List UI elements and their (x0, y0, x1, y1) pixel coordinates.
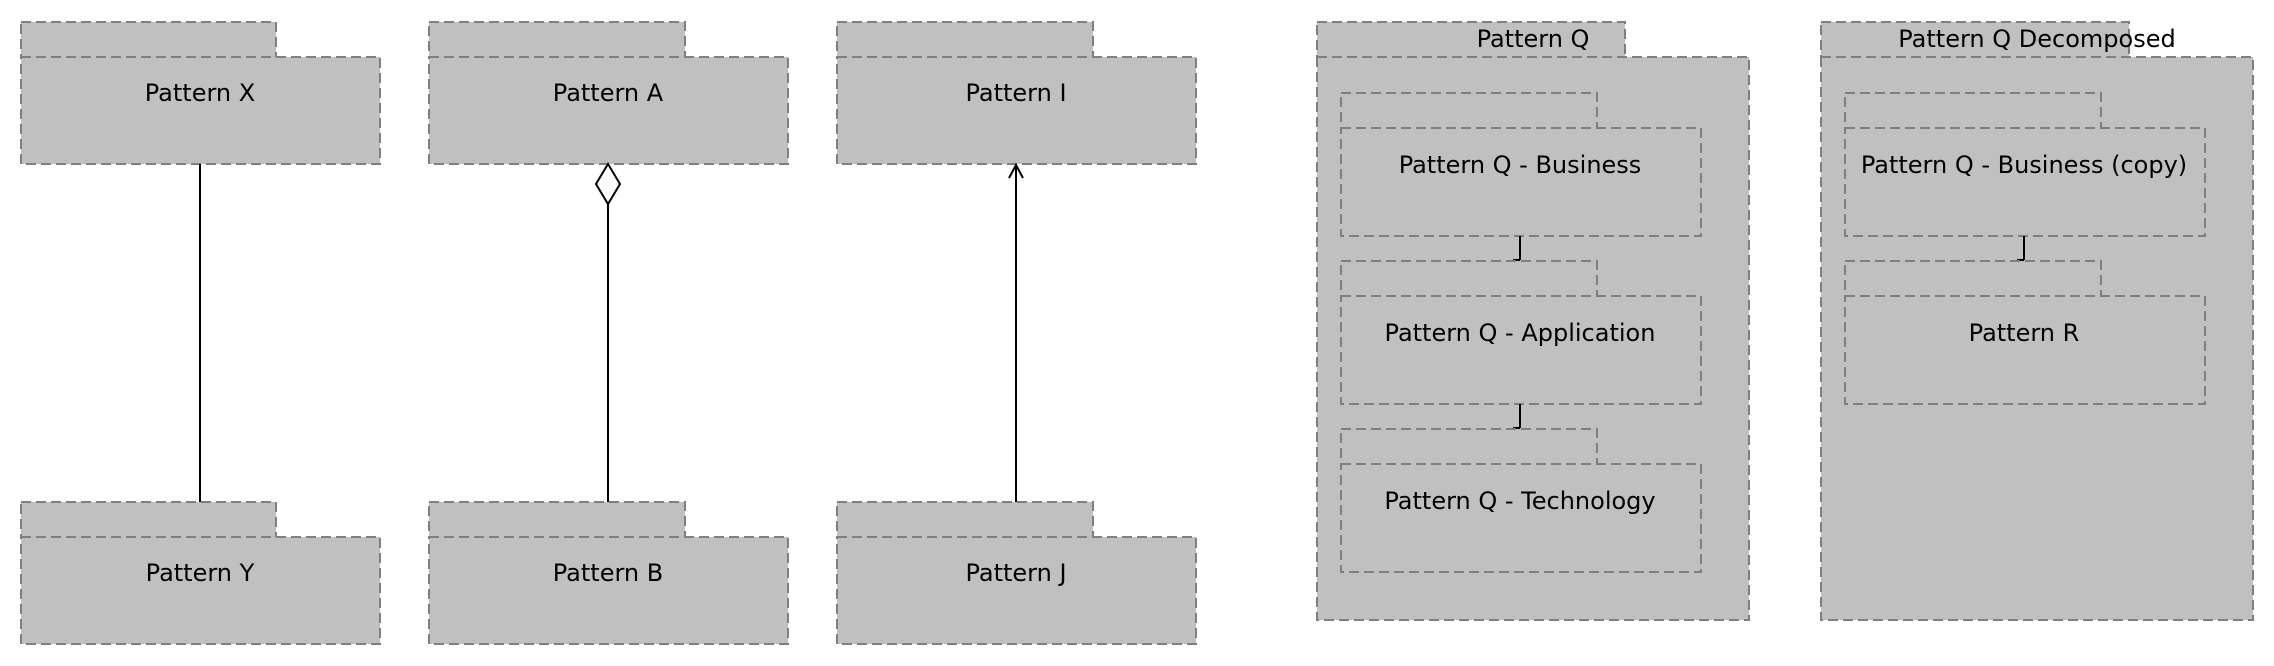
package-label: Pattern Q Decomposed (1898, 25, 2175, 53)
package-pattern-q-business[interactable]: Pattern Q - Business (1340, 92, 1702, 237)
package-pattern-q[interactable]: Pattern Q Pattern Q - Business Pattern Q… (1316, 21, 1750, 621)
package-label: Pattern X (145, 79, 255, 107)
package-tab (1316, 21, 1626, 59)
package-tab (428, 501, 686, 539)
package-tab (1340, 428, 1598, 466)
package-body (20, 536, 381, 645)
package-pattern-x[interactable]: Pattern X (20, 21, 381, 165)
package-label: Pattern Q - Technology (1384, 487, 1655, 515)
package-label: Pattern Q - Business (1399, 151, 1642, 179)
package-label: Pattern I (965, 79, 1066, 107)
package-body (1340, 127, 1702, 237)
package-pattern-j[interactable]: Pattern J (836, 501, 1197, 645)
package-label: Pattern Q (1477, 25, 1590, 53)
open-arrowhead (1008, 162, 1024, 179)
package-label: Pattern Q - Application (1385, 319, 1656, 347)
package-tab (1340, 260, 1598, 298)
package-tab (1844, 92, 2102, 130)
package-tab (428, 21, 686, 59)
package-tab (20, 501, 277, 539)
package-tab (1844, 260, 2102, 298)
package-tab (836, 21, 1094, 59)
package-pattern-y[interactable]: Pattern Y (20, 501, 381, 645)
package-label: Pattern Q - Business (copy) (1861, 151, 2187, 179)
package-pattern-i[interactable]: Pattern I (836, 21, 1197, 165)
package-body (836, 536, 1197, 645)
package-pattern-q-decomposed[interactable]: Pattern Q Decomposed Pattern Q - Busines… (1820, 21, 2254, 621)
package-label: Pattern Y (146, 559, 255, 587)
package-body (1340, 295, 1702, 405)
package-label: Pattern R (1969, 319, 2080, 347)
package-body (1844, 127, 2206, 237)
package-pattern-q-technology[interactable]: Pattern Q - Technology (1340, 428, 1702, 573)
package-body (428, 56, 789, 165)
package-tab (1340, 92, 1598, 130)
package-body (428, 536, 789, 645)
package-pattern-r[interactable]: Pattern R (1844, 260, 2206, 405)
package-tab (20, 21, 277, 59)
package-body (20, 56, 381, 165)
package-label: Pattern B (553, 559, 663, 587)
package-label: Pattern A (553, 79, 664, 107)
package-body (836, 56, 1197, 165)
package-pattern-a[interactable]: Pattern A (428, 21, 789, 165)
package-label: Pattern J (965, 559, 1066, 587)
package-pattern-q-application[interactable]: Pattern Q - Application (1340, 260, 1702, 405)
package-tab (1820, 21, 2130, 59)
package-body (1844, 295, 2206, 405)
package-body (1340, 463, 1702, 573)
package-pattern-b[interactable]: Pattern B (428, 501, 789, 645)
package-tab (836, 501, 1094, 539)
package-pattern-q-business-copy[interactable]: Pattern Q - Business (copy) (1844, 92, 2206, 237)
aggregation-diamond (594, 162, 622, 206)
